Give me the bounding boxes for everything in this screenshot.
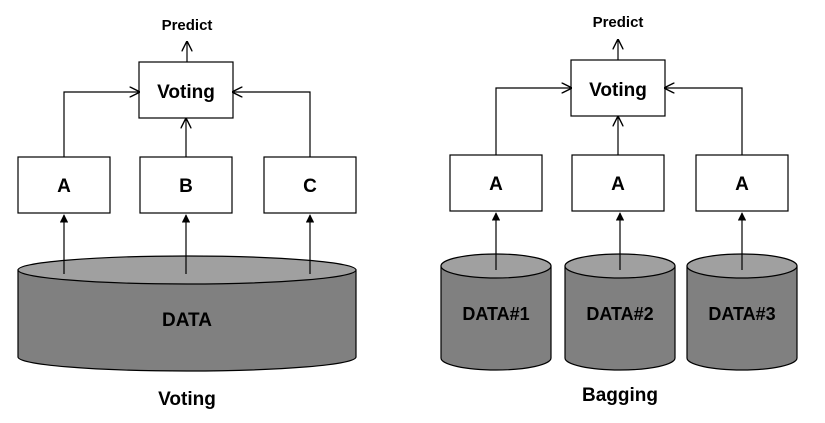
model-box-b [139,156,233,214]
model-box-a2 [571,154,665,212]
bagging-diagram: Predict Voting A A A DATA#1 DATA#2 DATA#… [440,14,798,406]
voting-caption: Voting [158,389,216,410]
connector-c-to-voting [233,92,311,157]
data-cylinder [17,255,357,372]
data-cylinder-3 [686,253,798,371]
data-label-1: DATA#1 [462,304,529,324]
voting-box-label: Voting [589,80,647,101]
bagging-caption: Bagging [582,385,658,406]
predict-label: Predict [593,14,644,31]
model-box-c [263,156,357,214]
connector-a3-to-voting [665,88,743,155]
model-label-c: C [303,176,317,197]
data-cylinder-1 [440,253,552,371]
voting-diagram: Predict Voting A B C DATA Voting [17,17,357,410]
model-label-b: B [179,176,193,197]
model-label-a: A [57,176,71,197]
model-label-a3: A [735,174,749,195]
data-label-3: DATA#3 [708,304,775,324]
connector-a-to-voting [63,92,139,157]
model-label-a1: A [489,174,503,195]
predict-label: Predict [162,17,213,34]
model-box-a1 [449,154,543,212]
data-cylinder-2 [564,253,676,371]
model-box-a3 [695,154,789,212]
connector-a1-to-voting [495,88,571,155]
model-label-a2: A [611,174,625,195]
data-label: DATA [162,310,212,331]
model-box-a [17,156,111,214]
voting-box-label: Voting [157,82,215,103]
data-label-2: DATA#2 [586,304,653,324]
